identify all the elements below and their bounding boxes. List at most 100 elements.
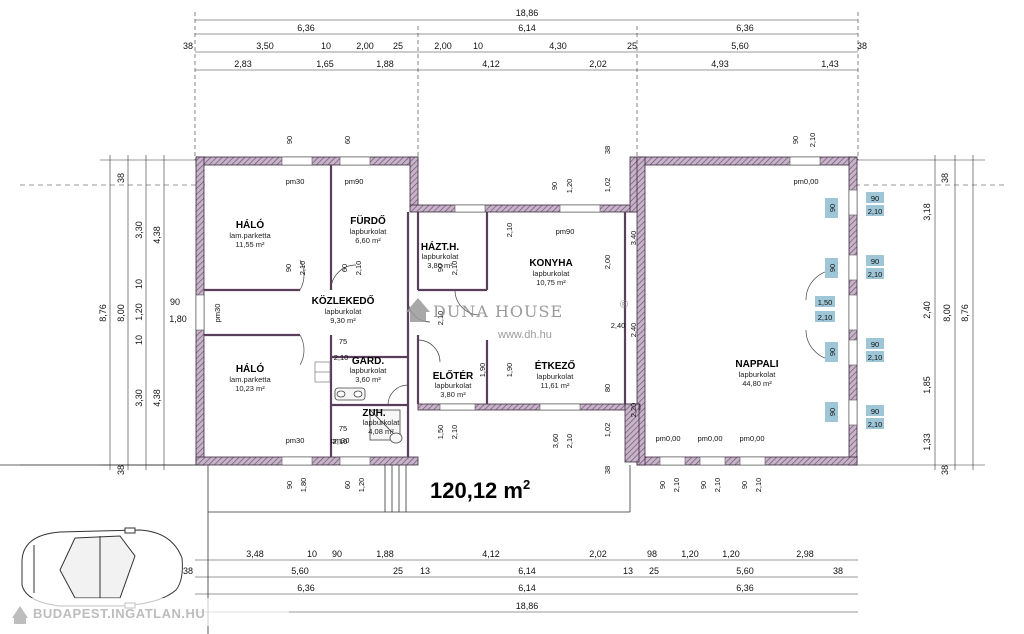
opening-label: 60 — [340, 264, 349, 272]
dim-label: 1,85 — [922, 376, 932, 394]
dim-label: 6,36 — [736, 583, 754, 593]
dim-label: 10 — [134, 335, 144, 345]
dim-label: 2,00 — [434, 41, 452, 51]
opening-label: pm0,00 — [793, 177, 818, 186]
room-zuhanyzo: ZUH. — [362, 408, 386, 419]
opening-label: 2,10 — [808, 133, 817, 148]
dim-label: 8,00 — [942, 304, 952, 322]
window-label: 2,10 — [868, 420, 883, 429]
window-marker — [815, 311, 835, 322]
opening-label: 2,40 — [611, 321, 626, 330]
wall-openings — [195, 156, 858, 466]
dim-label: 38 — [940, 173, 950, 183]
dim-label: 90 — [332, 549, 342, 559]
window-label: 90 — [871, 407, 879, 416]
opening-label: 60 — [343, 481, 352, 489]
room-gardrob: GARD. — [352, 356, 384, 367]
opening-label: 1,90 — [478, 363, 487, 378]
window-label: 2,10 — [868, 270, 883, 279]
window-marker — [866, 255, 884, 266]
opening-label: 2,10 — [713, 478, 722, 493]
brand-house-icon — [12, 606, 28, 624]
opening-label: 90 — [699, 481, 708, 489]
room-zuhanyzo-area: 4,08 m² — [368, 427, 394, 436]
opening-label: pm0,00 — [655, 434, 680, 443]
left-dimensions — [20, 155, 205, 470]
opening-label: 2,20 — [629, 403, 638, 418]
opening-label: 1,02 — [603, 423, 612, 438]
dim-label: 38 — [183, 566, 193, 576]
opening-label: 2,10 — [354, 261, 363, 276]
dim-label: 10 — [473, 41, 483, 51]
dim-label: 13 — [420, 566, 430, 576]
room-haztarto-area: 3,80 m² — [427, 261, 453, 270]
window-marker — [866, 338, 884, 349]
room-nappali: NAPPALI — [735, 359, 778, 370]
dim-label: 5,60 — [736, 566, 754, 576]
window-label: 2,10 — [868, 207, 883, 216]
opening-label: pm30 — [213, 304, 222, 323]
dim-label: 4,38 — [152, 226, 162, 244]
opening-label: 2,10 — [333, 437, 348, 446]
window-label: 90 — [828, 264, 837, 272]
opening-label: 2,10 — [565, 434, 574, 449]
dim-label: 2,02 — [589, 59, 607, 69]
room-gardrob-area: 3,60 m² — [355, 375, 381, 384]
room-etkezo: ÉTKEZŐ — [535, 359, 576, 372]
watermark-reg: ® — [620, 299, 628, 311]
room-gardrob-floor: lapburkolat — [350, 366, 388, 375]
total-area: 120,12 m2 — [430, 477, 530, 503]
dim-label: 6,36 — [297, 583, 315, 593]
room-halo-2: HÁLÓ — [236, 362, 265, 375]
dim-label: 13 — [623, 566, 633, 576]
room-haztarto: HÁZT.H. — [421, 240, 460, 253]
dim-label: 4,12 — [482, 549, 500, 559]
opening-label: 90 — [436, 264, 445, 272]
dim-label: 38 — [940, 465, 950, 475]
site-brand-text: BUDAPEST.INGATLAN.HU — [33, 606, 205, 621]
dim-label: 6,14 — [518, 583, 536, 593]
dim-label: 38 — [833, 566, 843, 576]
dim-label: 10 — [307, 549, 317, 559]
dim-label: 6,14 — [518, 566, 536, 576]
dim-label: 2,40 — [922, 301, 932, 319]
house-logo-icon — [406, 298, 430, 322]
opening-label: 75 — [339, 337, 347, 346]
room-nappali-floor: lapburkolat — [739, 370, 777, 379]
dim-label: 1,88 — [376, 59, 394, 69]
window-label: 90 — [828, 408, 837, 416]
opening-label: 1,80 — [299, 478, 308, 493]
opening-label: 1,02 — [603, 178, 612, 193]
opening-label: 1,20 — [357, 478, 366, 493]
opening-label: 90 — [658, 481, 667, 489]
room-etkezo-area: 11,61 m² — [540, 381, 570, 390]
opening-label: pm0,00 — [697, 434, 722, 443]
left-dim-labels: 38 3,30 10 1,20 10 3,30 38 4,38 4,38 8,0… — [98, 173, 187, 475]
bottom-dim-labels: 3,48 10 90 1,88 4,12 2,02 98 1,20 1,20 2… — [183, 549, 843, 611]
room-konyha-floor: lapburkolat — [533, 269, 571, 278]
opening-label: 60 — [343, 136, 352, 144]
dim-label: 3,30 — [134, 389, 144, 407]
top-dimensions — [194, 12, 859, 160]
room-kozlekedo-area: 9,30 m² — [330, 316, 356, 325]
dim-label: 8,76 — [960, 304, 970, 322]
window-marker — [866, 268, 884, 279]
top-dim-labels: 18,86 6,36 6,14 6,36 38 3,50 10 2,00 25 … — [183, 8, 867, 69]
dim-total-width-top: 18,86 — [516, 8, 539, 18]
dim-label: 2,00 — [356, 41, 374, 51]
opening-label: 2,10 — [334, 353, 349, 362]
room-kozlekedo: KÖZLEKEDŐ — [312, 294, 375, 307]
room-kozlekedo-floor: lapburkolat — [325, 307, 363, 316]
dim-label: 5,60 — [291, 566, 309, 576]
window-label: 90 — [871, 257, 879, 266]
window-marker — [825, 198, 838, 218]
wardrobe — [314, 361, 331, 383]
dim-label: 8,00 — [116, 304, 126, 322]
opening-label: 38 — [603, 466, 612, 474]
opening-label: 38 — [603, 146, 612, 154]
opening-label: 75 — [339, 424, 347, 433]
shower-fixtures — [334, 387, 403, 444]
dim-label: 1,20 — [134, 303, 144, 321]
dim-label: 2,83 — [234, 59, 252, 69]
